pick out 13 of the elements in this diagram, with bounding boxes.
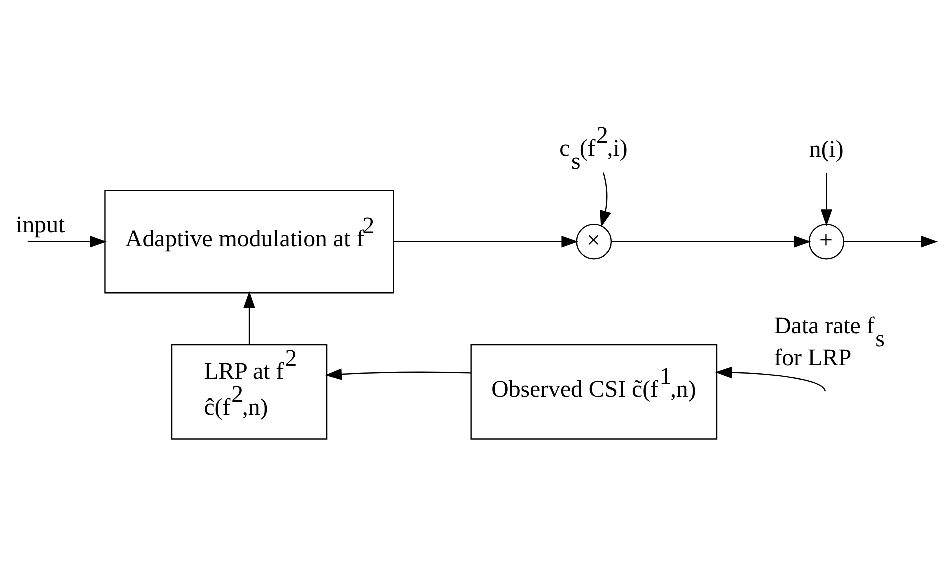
- node-text: n(i): [809, 137, 844, 164]
- edge-label: input: [16, 212, 66, 238]
- arrow: [600, 172, 612, 228]
- node-circle: ×: [576, 224, 612, 260]
- arrow: [325, 368, 472, 380]
- arrow: [820, 172, 833, 226]
- arrow: [394, 236, 578, 248]
- node-circle: +: [808, 224, 845, 260]
- arrow: [715, 366, 826, 392]
- arrow: [244, 291, 256, 345]
- arrow: [612, 236, 812, 248]
- arrow: [28, 236, 107, 248]
- arrow: [844, 236, 938, 248]
